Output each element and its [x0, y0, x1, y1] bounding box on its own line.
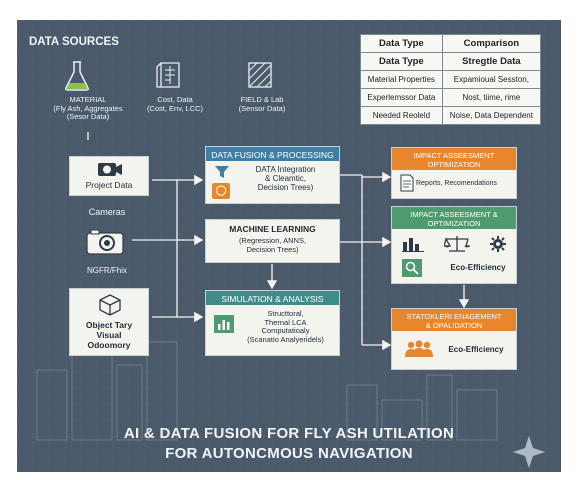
object-tracking-box: Object Tary Visual Odoomory [69, 288, 149, 356]
main-title-line1: AI & DATA FUSION FOR FLY ASH UTILATION [123, 425, 455, 442]
brain-icon [212, 183, 230, 199]
table-cell: Experlemssor Data [360, 88, 443, 107]
data-sources-heading: DATA SOURCES [29, 36, 119, 48]
data-fusion-header: DATA FUSION & PROCESSING [206, 147, 339, 161]
object-tracking-label: Object Tary Visual Odoomory [85, 320, 133, 350]
project-data-box: Project Data [69, 156, 149, 196]
bar-chart-icon [214, 315, 234, 333]
stakeholder-header: STATOKLERI ENAGEMENT & OPALIDATION [392, 309, 516, 331]
cube-icon [99, 294, 121, 316]
simulation-header: SIMULATION & ANALYSIS [206, 291, 339, 305]
machine-learning-header: MACHINE LEARNING [229, 224, 316, 234]
main-title: AI & DATA FUSION FOR FLY ASH UTILATION F… [17, 425, 561, 463]
table-cell: Needed Reoleld [360, 106, 443, 125]
field-lab-icon [248, 62, 272, 88]
people-icon [405, 340, 433, 357]
impact-top-body: Reports, Recomendations [416, 180, 497, 187]
simulation-body: Structtoral, Thernal LCA Computatioaly (… [247, 309, 324, 344]
table-header-row: Data Type Comparison [360, 34, 542, 53]
impact-mid-header: IMPACT ASSEESMENT & OPTIMIZATION [392, 207, 516, 229]
impact-mid-body: Eco-Efficiency [450, 263, 506, 272]
machine-learning-box: MACHINE LEARNING (Regression, ANNS, Deci… [205, 219, 340, 263]
field-source-label: FIELD & Lab (Sensor Data) [238, 95, 286, 113]
table-cell: Noise, Data Dependent [441, 106, 542, 125]
cost-icon [156, 62, 180, 88]
table-row: Material Properties Expamioual Sesston, [360, 70, 542, 89]
impact-assessment-mid-box: IMPACT ASSEESMENT & OPTIMIZATION Eco-Eff… [391, 206, 517, 284]
impact-assessment-top-box: IMPACT ASSEESMENT OPTIMIZATION Reports, … [391, 147, 517, 199]
table-header-cell: Data Type [360, 34, 443, 53]
cameras-label: Cameras [88, 207, 126, 217]
table-header-row: Data Type Stregtle Data [360, 52, 542, 71]
machine-learning-body: (Regression, ANNS, Decision Trees) [238, 236, 307, 254]
infographic-canvas: DATA SOURCES MATERIAL (Fly Ash, Aggregat… [17, 20, 561, 472]
data-fusion-box: DATA FUSION & PROCESSING DATA Integratio… [205, 146, 340, 204]
search-icon [402, 259, 422, 277]
stakeholder-engagement-box: STATOKLERI ENAGEMENT & OPALIDATION Eco-E… [391, 308, 517, 370]
comparison-table: Data Type Comparison Data Type Stregtle … [360, 34, 542, 125]
flask-icon [65, 61, 89, 91]
table-header-cell: Comparison [441, 34, 542, 53]
table-header-cell: Stregtle Data [441, 52, 542, 71]
bar-graph-icon [402, 238, 424, 252]
data-fusion-body: DATA Integration & Cleamtic, Decision Tr… [255, 165, 316, 193]
table-header-cell: Data Type [360, 52, 443, 71]
table-row: Needed Reoleld Noise, Data Dependent [360, 106, 542, 125]
report-icon [400, 174, 414, 192]
material-source-label: MATERIAL (Fly Ash, Aggregates (Sesor Dat… [53, 95, 123, 122]
table-row: Experlemssor Data Nost, tiime, rime [360, 88, 542, 107]
city-skyline-right [346, 374, 498, 441]
impact-top-header: IMPACT ASSEESMENT OPTIMIZATION [392, 148, 516, 170]
cost-source-label: Cost, Data (Cost, Env, LCC) [146, 95, 204, 113]
camera-lens-icon [86, 229, 124, 255]
table-cell: Expamioual Sesston, [441, 70, 542, 89]
filter-icon [215, 166, 229, 178]
sparkle-icon [513, 436, 545, 468]
simulation-box: SIMULATION & ANALYSIS Structtoral, Thern… [205, 290, 340, 356]
main-title-line2: FOR AUTONCMOUS NAVIGATION [165, 445, 413, 463]
stakeholder-body: Eco-Efficiency [448, 345, 504, 354]
table-cell: Nost, tiime, rime [441, 88, 542, 107]
project-data-label: Project Data [85, 180, 133, 190]
ngfr-label: NGFR/Fhix [87, 266, 127, 275]
camera-icon [98, 163, 122, 176]
table-cell: Material Properties [360, 70, 443, 89]
scale-icon [444, 236, 470, 252]
gear-icon [490, 236, 506, 252]
